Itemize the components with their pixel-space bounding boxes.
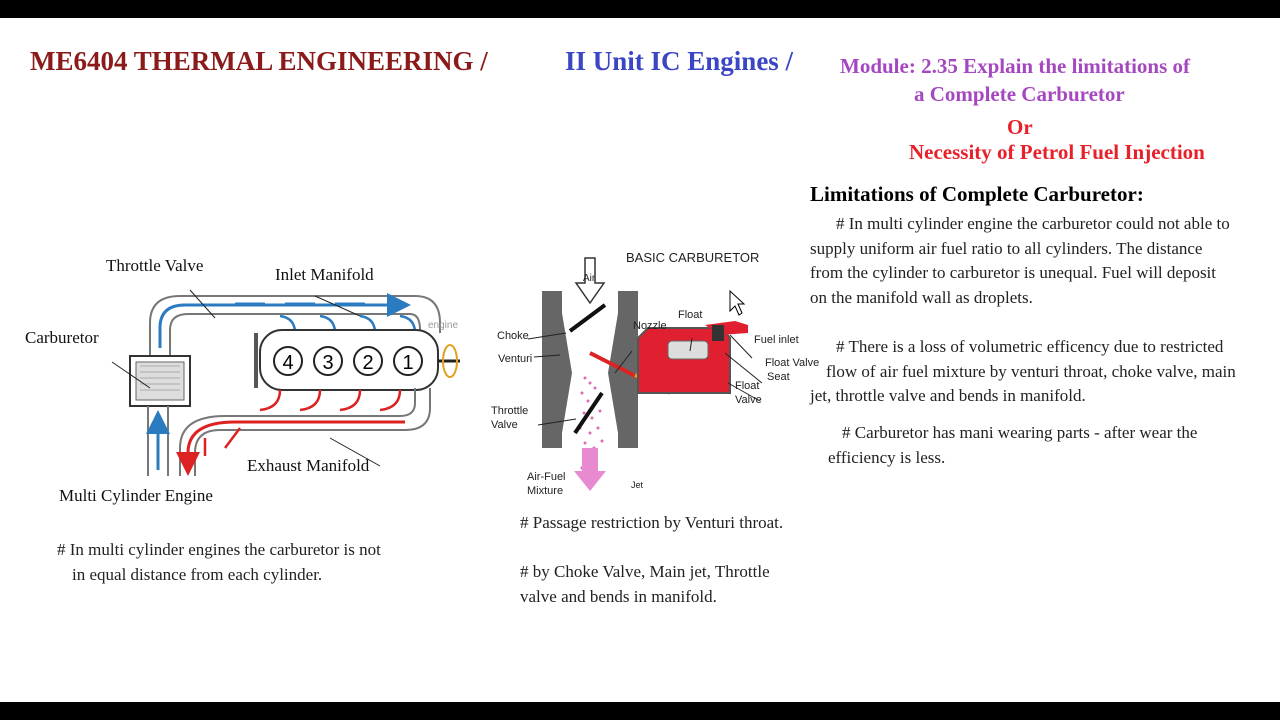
cylinder-label: 1 (402, 352, 413, 374)
limitation-1-line: on the manifold wall as droplets. (810, 287, 1033, 307)
cylinder-circle (313, 346, 343, 376)
cylinder-label: 4 (282, 352, 293, 374)
engine-note-line: # In multi cylinder engines the carburet… (57, 540, 381, 559)
cylinder-circle (273, 346, 303, 376)
float-valve-label: Float Valve (735, 379, 762, 407)
air-label: Air (583, 273, 596, 284)
mixture-line: Air-Fuel (527, 471, 566, 483)
air-fuel-mixture-label: Air-Fuel Mixture (527, 470, 566, 498)
carb-note-1: # Passage restriction by Venturi throat. (520, 513, 784, 532)
limitation-3: # Carburetor has mani wearing parts - af… (828, 421, 1197, 470)
engine-caption: Multi Cylinder Engine (59, 486, 213, 505)
mixture-line: Mixture (527, 485, 564, 497)
float-valve-seat-line: Seat (767, 371, 790, 383)
module-title-line2: a Complete Carburetor (914, 82, 1125, 106)
jet-label: Jet (631, 480, 644, 490)
necessity-title: Necessity of Petrol Fuel Injection (909, 140, 1205, 164)
carb-throttle-line: Valve (491, 419, 518, 431)
cylinder-label: 2 (362, 352, 373, 374)
basic-carburetor-diagram: BASIC CARBURETOR Air (527, 250, 763, 491)
engine-note: # In multi cylinder engines the carburet… (57, 538, 381, 587)
inlet-manifold-label: Inlet Manifold (275, 265, 374, 284)
carb-note-2: # by Choke Valve, Main jet, Throttle val… (520, 560, 770, 609)
venturi-label: Venturi (498, 353, 533, 365)
float-valve-seat-line: Float Valve (765, 357, 820, 369)
engine-label: engine (428, 320, 458, 331)
cylinder-labels: 4 3 2 1 (273, 346, 423, 376)
float-label: Float (678, 309, 703, 321)
carb-throttle-label: Throttle Valve (491, 404, 528, 432)
limitation-3-line: # Carburetor has mani wearing parts - af… (842, 423, 1198, 442)
cylinder-circle (393, 346, 423, 376)
multi-cylinder-engine-diagram: 4 3 2 1 engine (111, 289, 460, 476)
throttle-valve-label: Throttle Valve (106, 256, 204, 275)
cylinder-label: 3 (322, 352, 333, 374)
limitation-1-line: supply uniform air fuel ratio to all cyl… (810, 238, 1203, 258)
nozzle-label: Nozzle (633, 320, 667, 332)
carb-title: BASIC CARBURETOR (626, 250, 759, 265)
limitation-2-line: jet, throttle valve and bends in manifol… (810, 386, 1086, 405)
unit-title: II Unit IC Engines / (565, 46, 794, 76)
or-text: Or (1007, 115, 1033, 139)
cylinder-circle (353, 346, 383, 376)
float-valve-seat-label: Float Valve Seat (765, 356, 819, 384)
limitation-1-line: from the cylinder to carburetor is unequ… (810, 263, 1217, 282)
limitation-3-line: efficiency is less. (828, 447, 946, 467)
carb-note-2-line: # by Choke Valve, Main jet, Throttle (520, 562, 770, 581)
carb-note-2-line: valve and bends in manifold. (520, 586, 717, 606)
float-valve-line: Float (735, 380, 760, 392)
limitation-1-line: # In multi cylinder engine the carbureto… (836, 214, 1230, 233)
fuel-inlet-label: Fuel inlet (754, 334, 799, 346)
slide: ME6404 THERMAL ENGINEERING / II Unit IC … (0, 18, 1280, 702)
limitation-2-line: flow of air fuel mixture by venturi thro… (826, 361, 1236, 381)
choke-label: Choke (497, 330, 529, 342)
module-title-line1: Module: 2.35 Explain the limitations of (840, 54, 1191, 78)
course-title: ME6404 THERMAL ENGINEERING / (30, 46, 488, 76)
limitation-1: # In multi cylinder engine the carbureto… (810, 212, 1230, 310)
limitations-heading: Limitations of Complete Carburetor: (810, 182, 1144, 206)
limitation-2-line: # There is a loss of volumetric efficenc… (836, 337, 1224, 356)
engine-note-line: in equal distance from each cylinder. (72, 564, 323, 584)
exhaust-manifold-label: Exhaust Manifold (247, 456, 370, 475)
carb-throttle-line: Throttle (491, 405, 529, 417)
float-valve-line: Valve (735, 394, 762, 406)
limitation-2: # There is a loss of volumetric efficenc… (810, 335, 1236, 409)
carburetor-label: Carburetor (25, 328, 99, 347)
